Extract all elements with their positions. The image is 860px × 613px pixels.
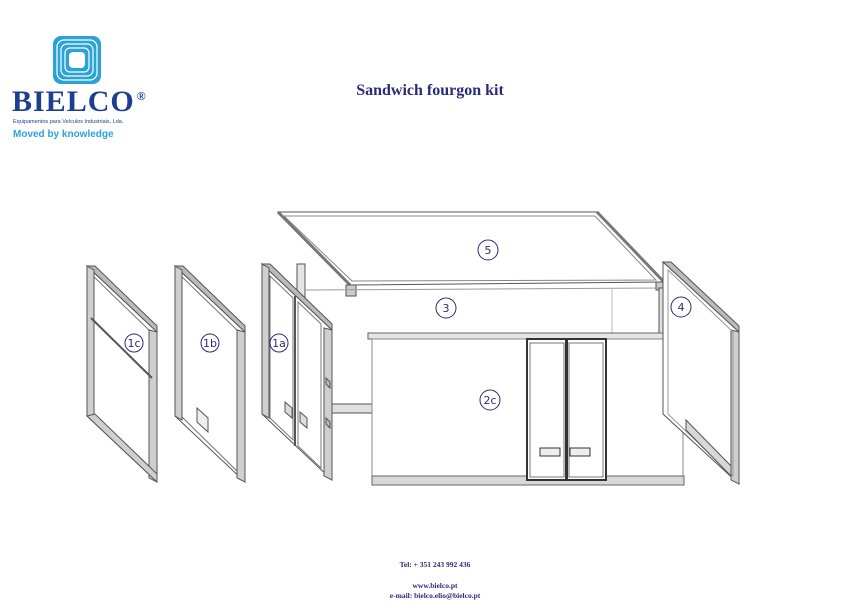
part-label-1b: 1b (200, 333, 220, 353)
panel-1b (173, 264, 246, 484)
footer-email[interactable]: e-mail: bielco.elio@bielco.pt (389, 591, 481, 600)
svg-text:1b: 1b (203, 337, 217, 350)
svg-text:1a: 1a (272, 337, 286, 350)
svg-text:2c: 2c (483, 394, 496, 407)
part-label-1a: 1a (269, 333, 289, 353)
brand-name: BIELCO® (12, 85, 147, 118)
panel-1a (260, 262, 333, 482)
side-panel-4 (661, 260, 740, 486)
part-label-4: 4 (670, 296, 692, 318)
part-label-3: 3 (435, 297, 457, 319)
roof-panel-5 (276, 210, 667, 297)
footer-tel: Tel: + 351 243 992 436 (399, 560, 471, 569)
part-label-2c: 2c (479, 389, 501, 411)
tagline: Moved by knowledge (13, 129, 114, 140)
company-subtitle: Equipamentos para Veículos Industriais, … (13, 119, 124, 125)
part-label-1c: 1c (124, 333, 144, 353)
logo-mark-icon (53, 36, 101, 84)
bielco-logo: BIELCO® Equipamentos para Veículos Indus… (10, 35, 190, 145)
svg-text:4: 4 (678, 301, 685, 314)
svg-text:1c: 1c (127, 337, 140, 350)
page-title: Sandwich fourgon kit (356, 82, 504, 99)
svg-text:3: 3 (443, 302, 450, 315)
svg-text:5: 5 (485, 244, 492, 257)
part-label-5: 5 (477, 239, 499, 261)
panel-1c (85, 264, 158, 484)
footer-web[interactable]: www.bielco.pt (412, 581, 458, 590)
front-panel-2c (367, 332, 686, 486)
